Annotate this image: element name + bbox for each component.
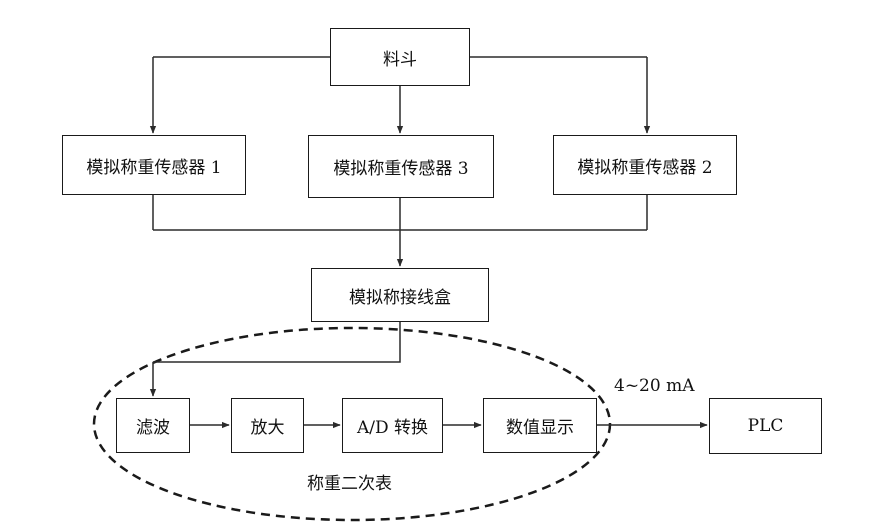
connector-junction-to-filter (153, 322, 401, 363)
display-node: 数值显示 (483, 398, 597, 453)
filter-node: 滤波 (116, 398, 190, 453)
amplify-node: 放大 (231, 398, 304, 453)
group-label: 称重二次表 (307, 474, 392, 494)
junction-box-node: 模拟称接线盒 (311, 268, 489, 322)
sensor-3-node: 模拟称重传感器 3 (308, 135, 494, 198)
ad-convert-node: A/D 转换 (342, 398, 443, 453)
plc-node: PLC (709, 398, 822, 454)
signal-label: 4~20 mA (614, 376, 695, 396)
sensor-1-node: 模拟称重传感器 1 (62, 135, 246, 195)
sensor-2-node: 模拟称重传感器 2 (553, 135, 737, 195)
hopper-node: 料斗 (330, 28, 470, 86)
secondary-meter-group-outline (92, 326, 612, 522)
